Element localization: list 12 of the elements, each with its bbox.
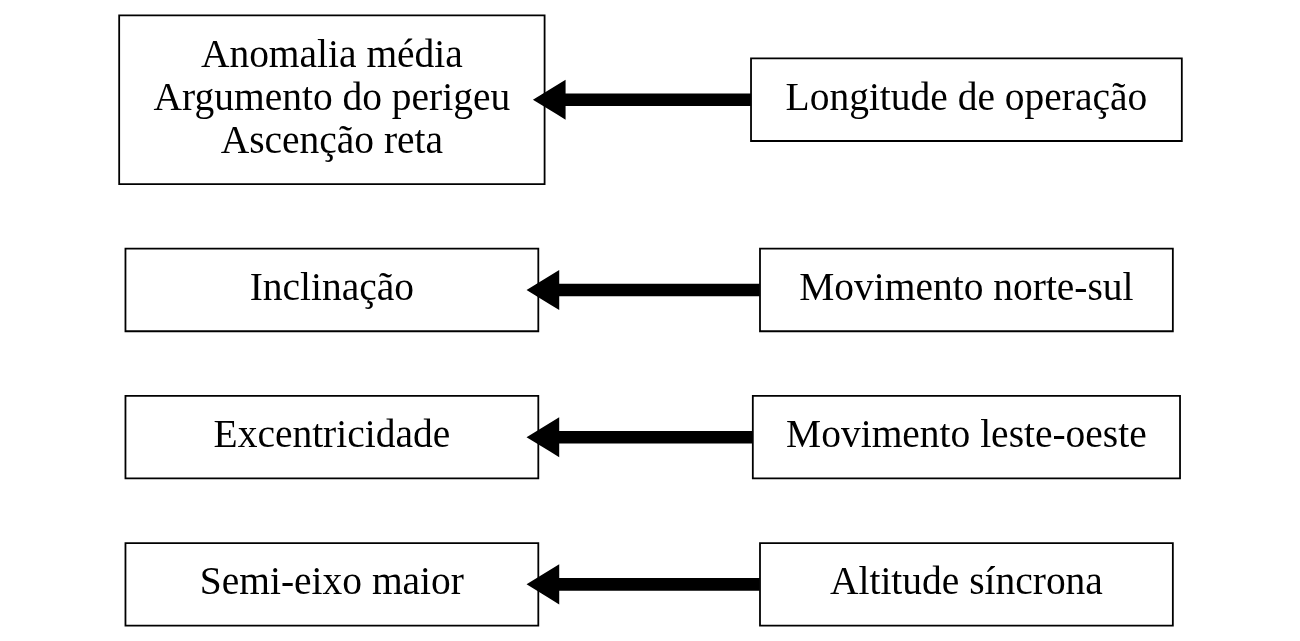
arrow [526,269,760,310]
node-box: Movimento leste-oeste [751,395,1181,480]
node-box: Movimento norte-sul [758,247,1174,333]
node-box: Inclinação [124,247,539,333]
node-box: Longitude de operação [749,57,1183,142]
arrow [532,79,751,120]
arrow [526,564,760,605]
node-box: Excentricidade [124,395,539,480]
node-box: Anomalia média Argumento do perigeu Ascenção reta [117,14,545,185]
node-box: Altitude síncrona [758,542,1174,627]
arrow [526,417,753,458]
node-box: Semi-eixo maior [124,542,539,627]
